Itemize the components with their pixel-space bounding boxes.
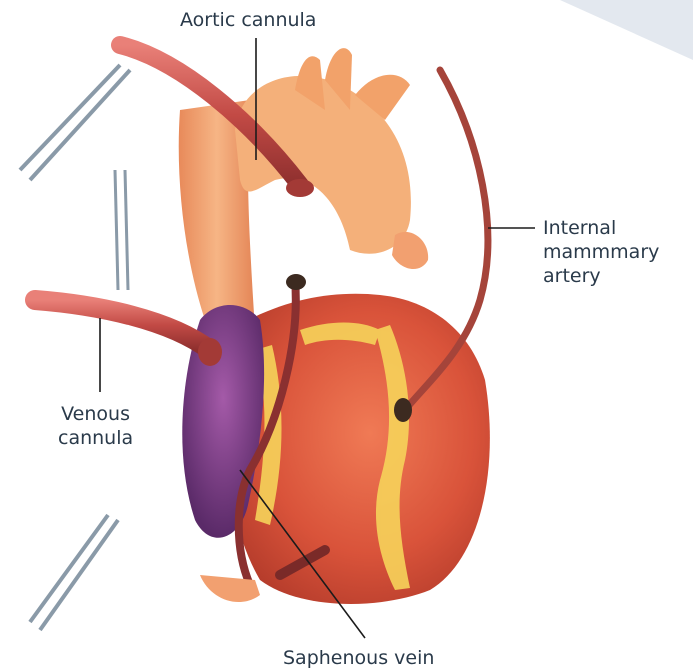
internal-mammary-artery-label: Internal mammmary artery	[543, 216, 659, 288]
venous-cannula-tube	[35, 300, 210, 350]
aortic-cannula-tip	[286, 179, 314, 197]
venous-label-line-2: cannula	[58, 426, 133, 450]
venous-cannula-tip	[198, 338, 222, 366]
saphenous-vein-label: Saphenous vein	[283, 646, 434, 670]
corner-accent-shape	[560, 0, 693, 60]
venous-cannula-label: Venous cannula	[58, 402, 133, 450]
upper-clamp	[20, 65, 130, 630]
internal-mammary-label-line-2: mammmary	[543, 240, 659, 264]
aortic-cannula-label: Aortic cannula	[180, 8, 316, 32]
venous-label-line-1: Venous	[58, 402, 133, 426]
internal-mammary-label-line-1: Internal	[543, 216, 659, 240]
internal-mammary-label-line-3: artery	[543, 264, 659, 288]
